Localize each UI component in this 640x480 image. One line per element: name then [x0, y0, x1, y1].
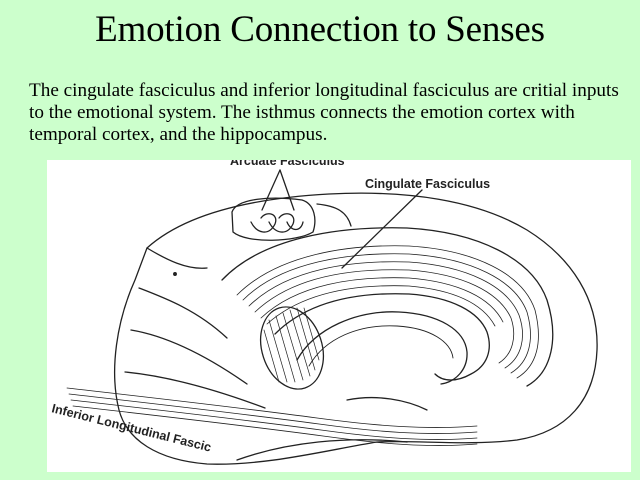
cingulate-gyrus-boundary — [221, 227, 554, 387]
inferior-longitudinal-fasciculus-label: Inferior Longitudinal Fascic — [50, 401, 212, 454]
marker-dot — [173, 272, 177, 276]
arcuate-fasciculus-fibers — [231, 169, 352, 241]
slide-body-text: The cingulate fasciculus and inferior lo… — [29, 80, 619, 145]
inferior-longitudinal-fasciculus-fibers — [66, 387, 478, 446]
cingulate-leader-line — [341, 189, 423, 269]
arcuate-fasciculus-label: Arcuate Fasciculus — [230, 160, 345, 168]
brain-diagram: Arcuate Fasciculus Cingulate Fasciculus … — [47, 160, 631, 472]
thalamus-hatching — [263, 307, 320, 383]
thalamus — [260, 306, 324, 390]
slide-title: Emotion Connection to Senses — [95, 9, 545, 50]
corpus-callosum — [274, 293, 490, 381]
cortex-fold-upper-left — [146, 247, 208, 269]
cingulate-fasciculus-fibers — [236, 245, 539, 379]
cingulate-fasciculus-label: Cingulate Fasciculus — [365, 177, 490, 191]
brain-diagram-svg: Arcuate Fasciculus Cingulate Fasciculus … — [50, 160, 598, 465]
fornix-arc — [296, 311, 468, 385]
brain-outline — [114, 192, 598, 465]
temporal-fold — [236, 439, 408, 461]
